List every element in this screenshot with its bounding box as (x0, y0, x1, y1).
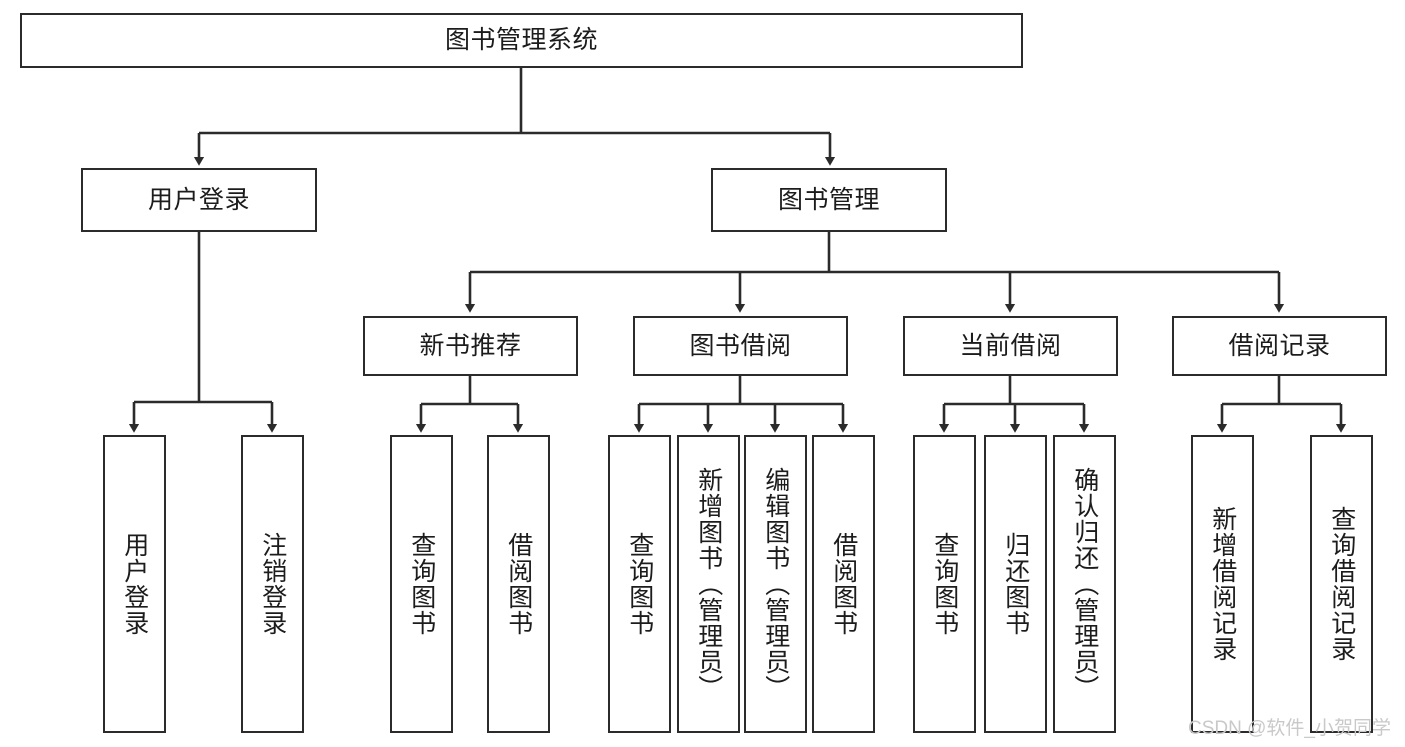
node-leaf-edit-book[interactable]: 编辑图书（管理员） (744, 435, 807, 733)
node-leaf-return-book[interactable]: 归还图书 (984, 435, 1047, 733)
node-book-manage-label: 图书管理 (777, 185, 880, 214)
node-leaf-query-book-1[interactable]: 查询图书 (390, 435, 453, 733)
node-leaf-borrow-book-1[interactable]: 借阅图书 (487, 435, 550, 733)
node-leaf-query-book-2-label: 查询图书 (625, 532, 654, 636)
node-leaf-add-book-label: 新增图书（管理员） (694, 467, 723, 701)
node-leaf-confirm-return-label: 确认归还（管理员） (1070, 467, 1099, 701)
node-new-book-recommend[interactable]: 新书推荐 (363, 316, 578, 376)
node-user-login-label: 用户登录 (147, 185, 250, 214)
node-leaf-add-record[interactable]: 新增借阅记录 (1191, 435, 1254, 733)
node-leaf-return-book-label: 归还图书 (1001, 532, 1030, 636)
node-leaf-add-book[interactable]: 新增图书（管理员） (677, 435, 740, 733)
node-leaf-query-record-label: 查询借阅记录 (1327, 506, 1356, 662)
node-leaf-confirm-return[interactable]: 确认归还（管理员） (1053, 435, 1116, 733)
node-borrow-record-label: 借阅记录 (1228, 331, 1331, 360)
node-leaf-query-book-2[interactable]: 查询图书 (608, 435, 671, 733)
node-book-borrow[interactable]: 图书借阅 (633, 316, 848, 376)
node-leaf-query-book-1-label: 查询图书 (407, 532, 436, 636)
node-leaf-query-book-3-label: 查询图书 (930, 532, 959, 636)
node-leaf-borrow-book-1-label: 借阅图书 (504, 532, 533, 636)
node-current-borrow-label: 当前借阅 (959, 331, 1062, 360)
node-leaf-query-record[interactable]: 查询借阅记录 (1310, 435, 1373, 733)
node-user-login[interactable]: 用户登录 (81, 168, 317, 232)
node-leaf-add-record-label: 新增借阅记录 (1208, 506, 1237, 662)
node-root[interactable]: 图书管理系统 (20, 13, 1023, 68)
node-leaf-user-login-label: 用户登录 (120, 532, 149, 636)
node-root-label: 图书管理系统 (444, 26, 598, 55)
node-leaf-logout[interactable]: 注销登录 (241, 435, 304, 733)
node-leaf-user-login[interactable]: 用户登录 (103, 435, 166, 733)
node-book-manage[interactable]: 图书管理 (711, 168, 947, 232)
node-book-borrow-label: 图书借阅 (689, 331, 792, 360)
node-leaf-query-book-3[interactable]: 查询图书 (913, 435, 976, 733)
node-leaf-logout-label: 注销登录 (258, 532, 287, 636)
node-new-book-recommend-label: 新书推荐 (419, 331, 522, 360)
node-leaf-borrow-book-2-label: 借阅图书 (829, 532, 858, 636)
node-leaf-edit-book-label: 编辑图书（管理员） (761, 467, 790, 701)
node-borrow-record[interactable]: 借阅记录 (1172, 316, 1387, 376)
watermark: CSDN @软件_小贺同学 (1188, 718, 1391, 739)
node-leaf-borrow-book-2[interactable]: 借阅图书 (812, 435, 875, 733)
node-current-borrow[interactable]: 当前借阅 (903, 316, 1118, 376)
